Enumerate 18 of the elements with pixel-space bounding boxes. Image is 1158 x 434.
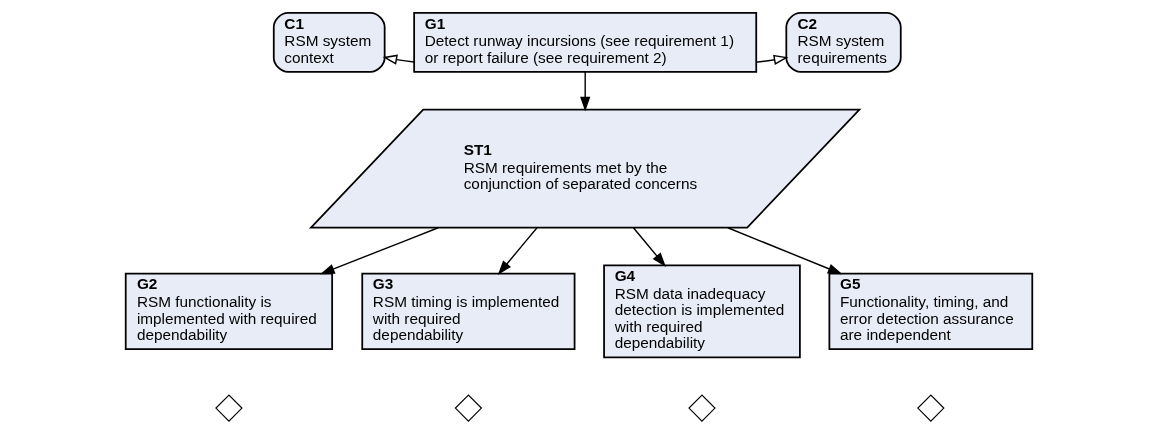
node-box: G5 Functionality, timing, and error detection assurance are independent [828,272,1034,350]
node-box: G2 RSM functionality is implemented with required dependability [124,272,334,350]
arrow [632,227,666,267]
arrow [727,227,843,275]
arrow [320,227,439,275]
node-diamond [688,394,716,422]
node-diamond [917,394,945,422]
arrow [755,54,789,65]
node-box: G4 RSM data inadequacy detection is implemented with required dependability [603,264,801,359]
node-box: G3 RSM timing is implemented with required dependability [361,272,576,350]
arrow [382,54,415,65]
node-box: C1 RSM system context [272,12,386,73]
arrow [497,227,538,275]
node-diamond [215,394,243,422]
node-box: G1 Detect runway incursions (see requirement 1) or report failure (see requirement 2) [413,12,758,73]
node-diamond [454,394,483,422]
arrow [580,71,591,112]
node-box: C2 RSM system requirements [785,12,902,73]
